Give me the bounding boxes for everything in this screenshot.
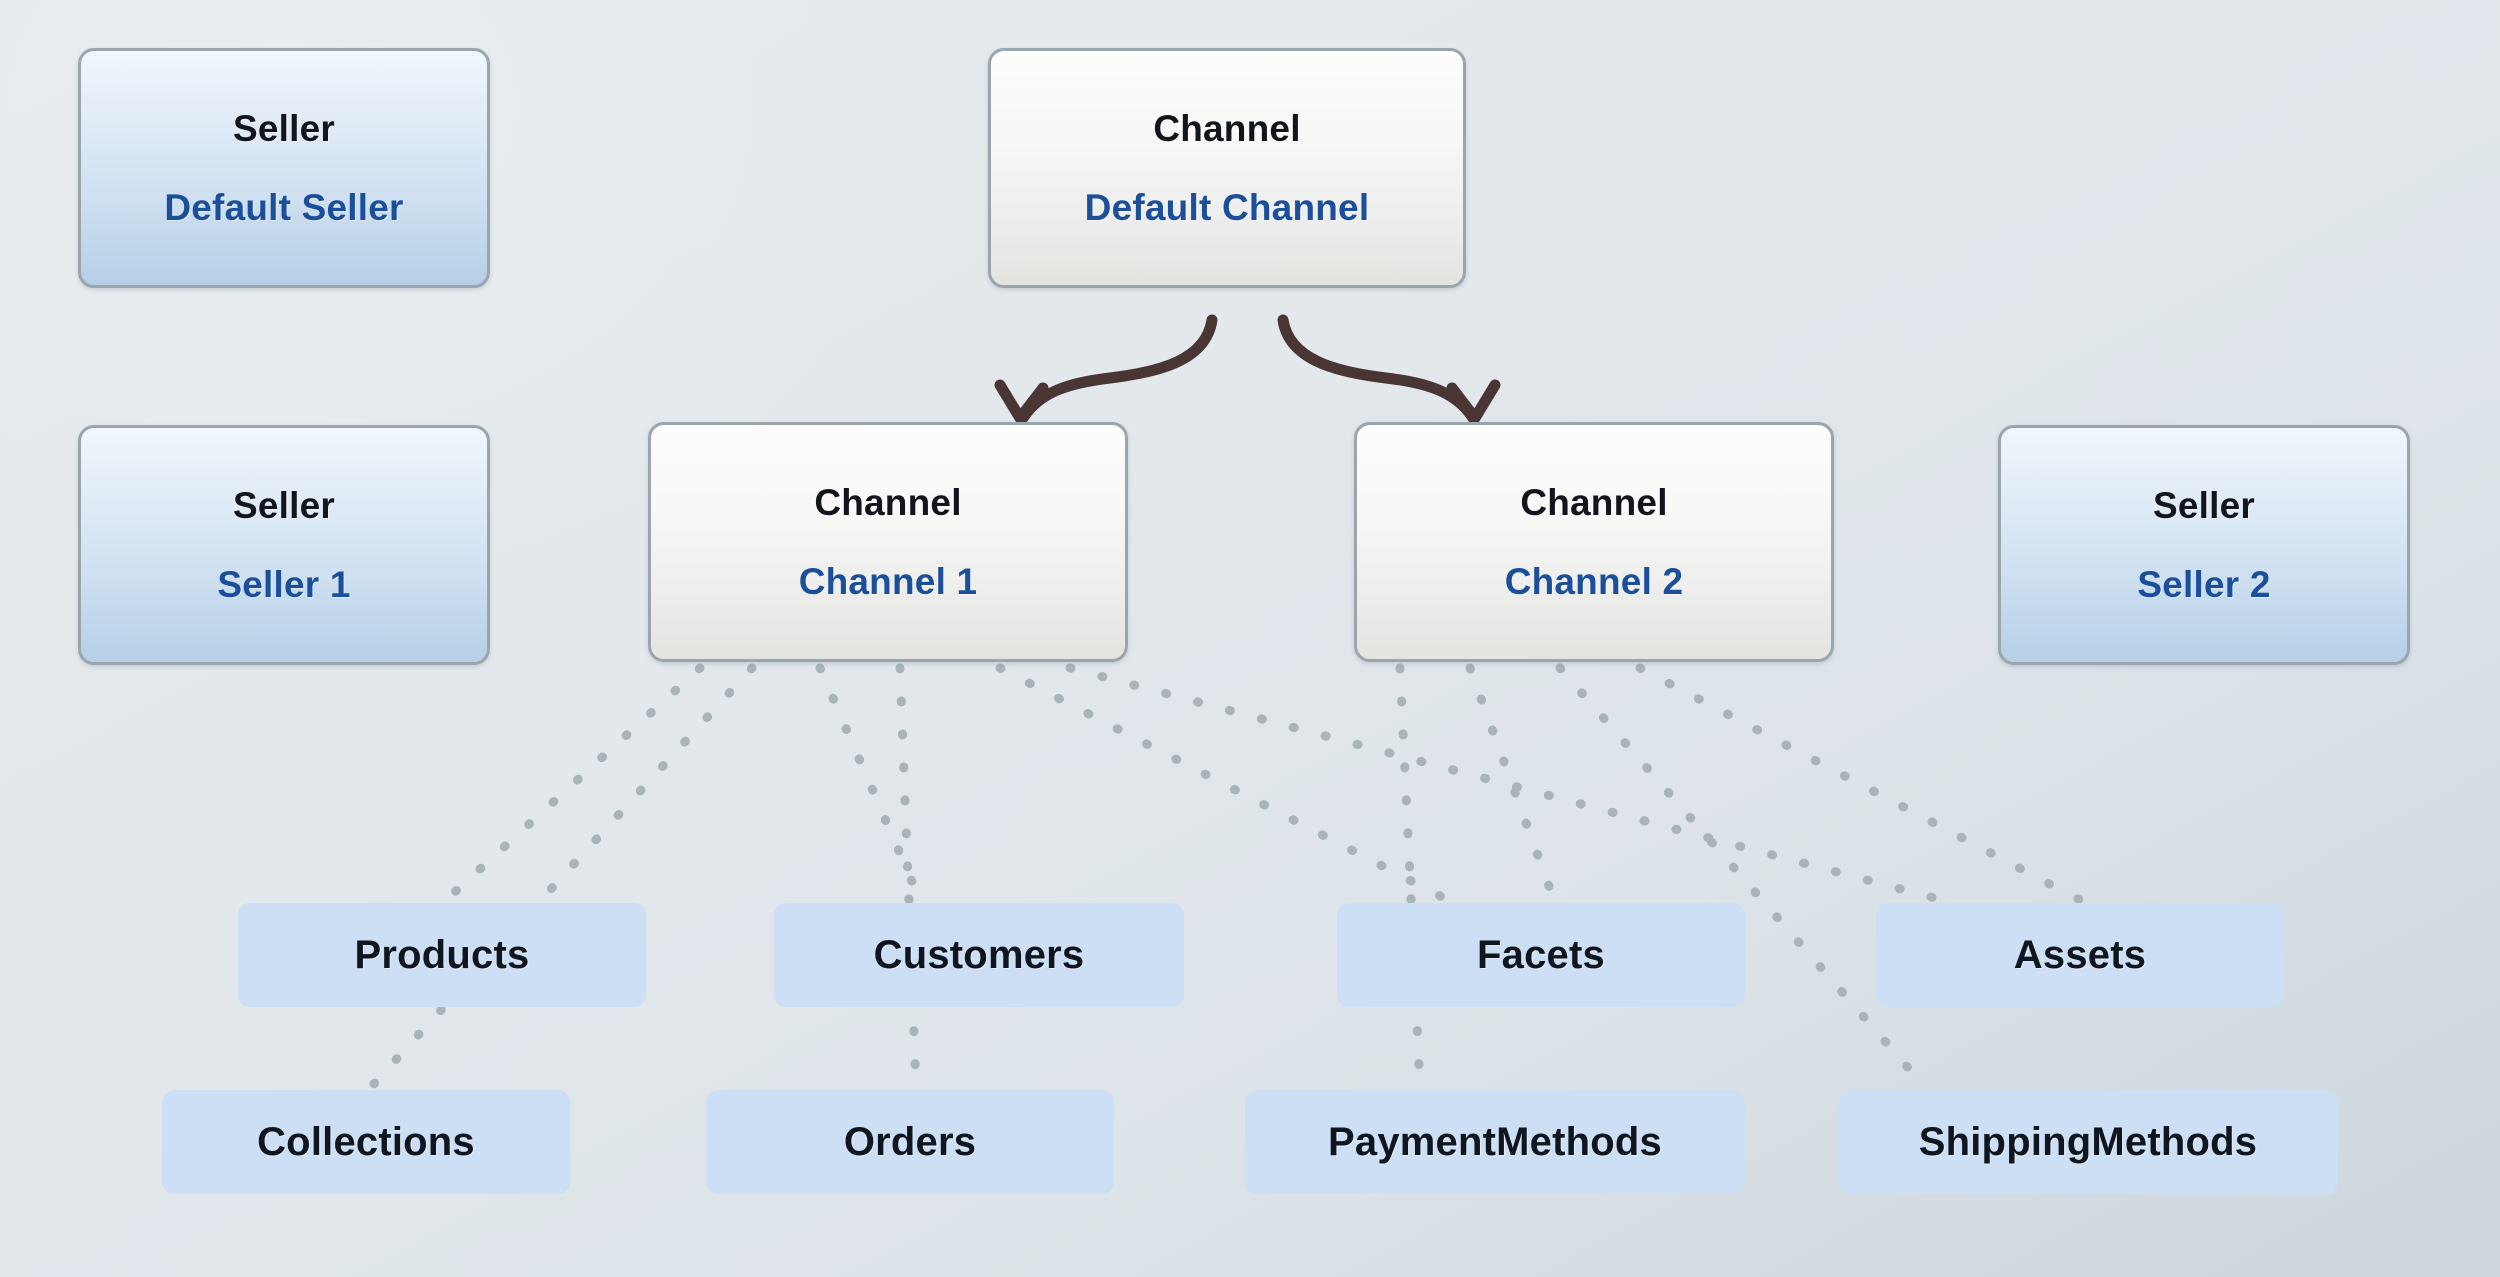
node-name-label: Default Channel — [1084, 187, 1370, 228]
leaf-label: Orders — [843, 1119, 977, 1164]
leaf-label: ShippingMethods — [1918, 1119, 2258, 1164]
node-seller-1[interactable]: Seller Seller 1 — [78, 425, 490, 665]
leaf-label: Collections — [257, 1119, 475, 1164]
node-channel-1[interactable]: Channel Channel 1 — [648, 422, 1128, 662]
dotted-channel1-collections — [367, 663, 757, 1091]
node-type-label: Seller — [233, 485, 335, 526]
node-name-label: Seller 2 — [2137, 564, 2271, 605]
leaf-paymentmethods[interactable]: PaymentMethods — [1245, 1090, 1745, 1194]
node-channel-2[interactable]: Channel Channel 2 — [1354, 422, 1834, 662]
node-seller-2[interactable]: Seller Seller 2 — [1998, 425, 2410, 665]
arrow-connectors — [994, 314, 1501, 424]
leaf-shippingmethods[interactable]: ShippingMethods — [1838, 1090, 2338, 1194]
node-type-label: Channel — [1153, 108, 1301, 149]
node-name-label: Channel 1 — [798, 561, 978, 602]
leaf-label: Facets — [1477, 932, 1605, 977]
dotted-channel1-orders — [895, 663, 921, 1091]
node-name-label: Default Seller — [164, 187, 404, 228]
leaf-collections[interactable]: Collections — [162, 1090, 570, 1194]
dotted-channel2-shippingmethods — [1555, 663, 1929, 1091]
node-default-seller[interactable]: Seller Default Seller — [78, 48, 490, 288]
leaf-assets[interactable]: Assets — [1876, 903, 2284, 1007]
arrowhead-channel-2 — [1446, 379, 1501, 424]
dotted-channel2-paymentmethods — [1395, 663, 1425, 1091]
dotted-channel2-facets — [1465, 663, 1559, 905]
node-name-label: Channel 2 — [1504, 561, 1684, 602]
dotted-channel1-facets — [995, 663, 1453, 905]
dotted-channel1-assets — [1065, 663, 1947, 905]
arrow-default-channel-to-channel-2 — [1277, 314, 1479, 424]
node-name-label: Seller 1 — [217, 564, 351, 605]
leaf-label: Customers — [873, 932, 1085, 977]
node-type-label: Seller — [2153, 485, 2255, 526]
leaf-label: Assets — [2013, 932, 2147, 977]
dotted-channel1-products — [441, 663, 705, 905]
arrowhead-channel-1 — [994, 379, 1049, 424]
node-type-label: Channel — [814, 482, 962, 523]
node-default-channel[interactable]: Channel Default Channel — [988, 48, 1466, 288]
dotted-channel2-assets — [1635, 663, 2085, 905]
leaf-customers[interactable]: Customers — [774, 903, 1184, 1007]
leaf-facets[interactable]: Facets — [1337, 903, 1745, 1007]
node-type-label: Channel — [1520, 482, 1668, 523]
leaf-orders[interactable]: Orders — [706, 1090, 1114, 1194]
node-type-label: Seller — [233, 108, 335, 149]
leaf-label: PaymentMethods — [1328, 1119, 1662, 1164]
dotted-channel1-customers — [815, 663, 925, 905]
arrow-default-channel-to-channel-1 — [1017, 314, 1218, 424]
dotted-connectors — [367, 663, 2085, 1091]
leaf-label: Products — [354, 932, 530, 977]
leaf-products[interactable]: Products — [238, 903, 646, 1007]
